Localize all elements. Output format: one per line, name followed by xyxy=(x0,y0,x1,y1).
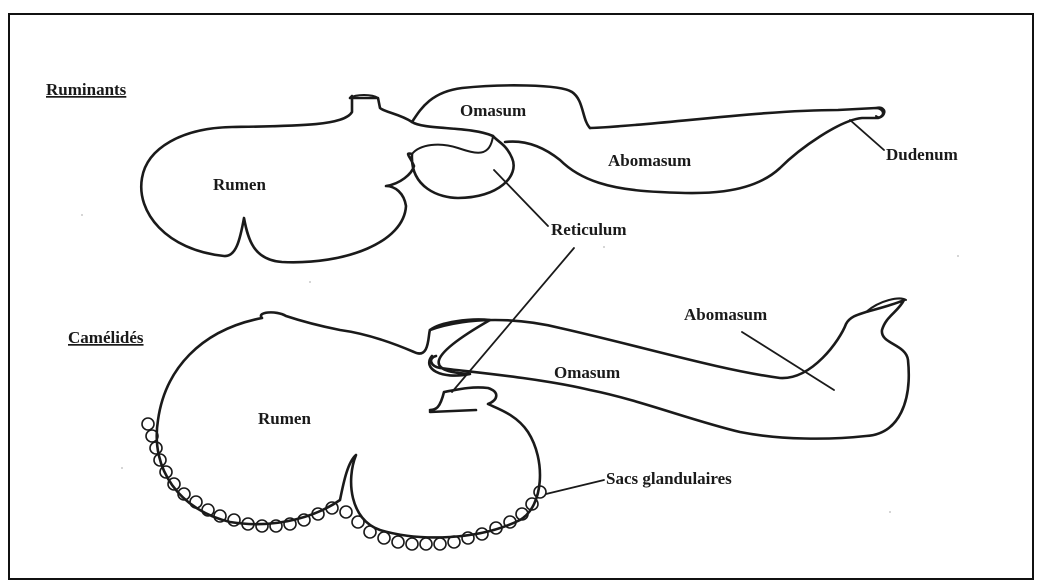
scan-noise xyxy=(81,214,959,513)
ruminant-rumen-label: Rumen xyxy=(213,175,266,194)
camelid-omasum-label: Omasum xyxy=(554,363,620,382)
camelid-abomasum-label: Abomasum xyxy=(684,305,767,324)
camelid-stomach: Camélidés xyxy=(68,248,909,550)
figure-border xyxy=(9,14,1033,579)
glandular-sacs-leader xyxy=(546,480,604,494)
ruminant-abomasum-label: Abomasum xyxy=(608,151,691,170)
ruminant-reticulum-label: Reticulum xyxy=(551,220,627,239)
camelid-rumen-outline xyxy=(157,312,540,537)
ruminant-abomasum-outline xyxy=(505,108,883,193)
camelid-glandular-sacs-label: Sacs glandulaires xyxy=(606,469,732,488)
ruminant-duodenum-label: Dudenum xyxy=(886,145,958,164)
ruminant-stomach: Ruminants Rumen Omasum Abomasum Reticulu… xyxy=(46,80,958,262)
camelids-heading: Camélidés xyxy=(68,328,144,347)
ruminant-outer-outline xyxy=(141,96,513,262)
reticulum-leader-upper xyxy=(494,170,548,226)
camelid-rumen-label: Rumen xyxy=(258,409,311,428)
camelid-reticulum-bar xyxy=(430,410,476,412)
duodenum-leader xyxy=(850,120,884,150)
ruminants-heading: Ruminants xyxy=(46,80,127,99)
ruminant-reticulum-outline xyxy=(412,136,493,154)
ruminant-omasum-label: Omasum xyxy=(460,101,526,120)
camelid-omasum-upper xyxy=(430,300,909,439)
